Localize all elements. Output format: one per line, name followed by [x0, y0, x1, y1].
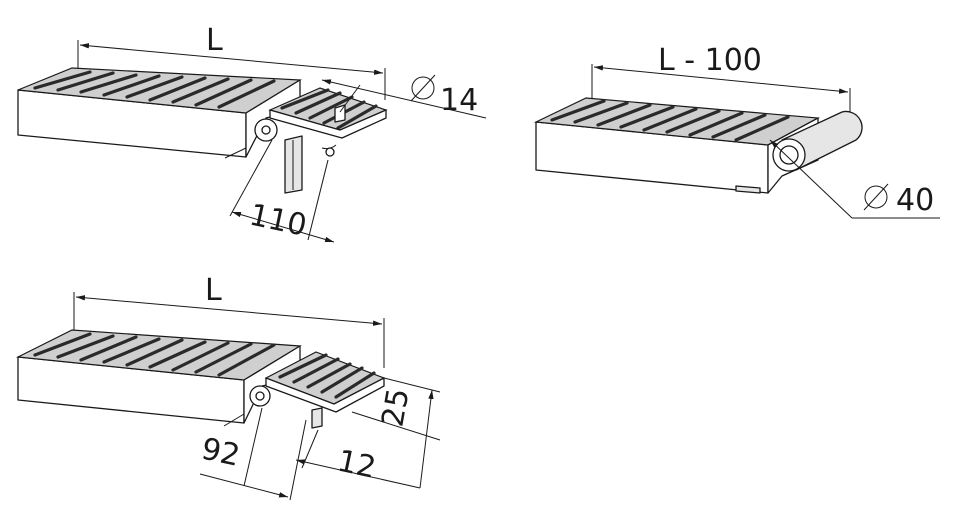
grating-bars-right	[550, 99, 790, 142]
view-ramp-with-hinge-pin: L 14 110	[17, 23, 487, 244]
dimension-25: 25	[375, 386, 416, 430]
grating-bars-bottom	[33, 332, 276, 377]
dimension-diameter-14: 14	[440, 83, 478, 118]
view-ramp-with-flat-lip: L 92 12 25	[15, 273, 441, 501]
dimension-L-top: L	[206, 23, 223, 58]
dimension-110: 110	[246, 198, 309, 244]
dimension-12: 12	[334, 444, 379, 486]
dimension-92: 92	[198, 432, 243, 474]
lip-ribs	[280, 88, 378, 130]
dimension-diameter-40: 40	[896, 183, 934, 218]
dimension-L-minus-100: L - 100	[658, 43, 762, 78]
diameter-symbol	[410, 74, 436, 102]
flat-lip-ribs	[278, 353, 376, 399]
dimension-L-bottom: L	[205, 273, 222, 308]
view-ramp-with-round-bar: L - 100 40	[533, 43, 940, 219]
diameter-symbol-40	[863, 183, 889, 211]
